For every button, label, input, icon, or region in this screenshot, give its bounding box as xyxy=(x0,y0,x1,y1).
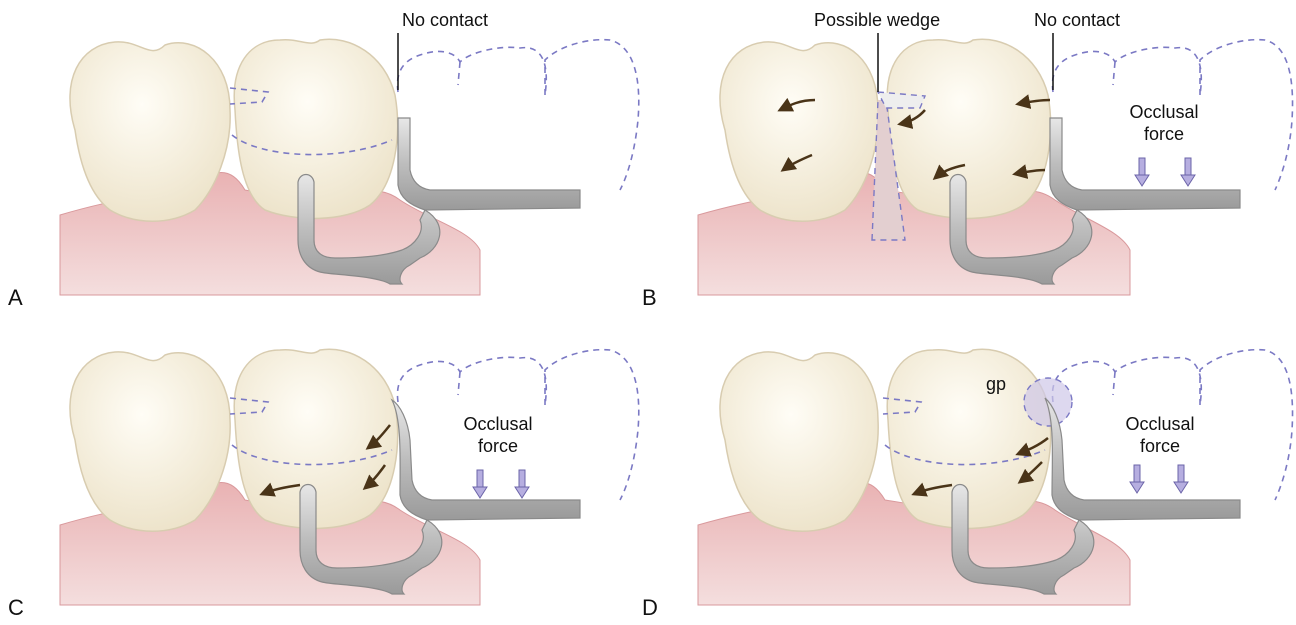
adjacent-tooth-outline xyxy=(397,40,638,190)
panel-letter: C xyxy=(8,595,24,620)
label-occlusal: Occlusal xyxy=(1125,414,1194,434)
label-force: force xyxy=(1140,436,1180,456)
panel-letter: A xyxy=(8,285,23,310)
label-no-contact: No contact xyxy=(1034,10,1120,30)
tooth-left xyxy=(720,352,878,531)
label-possible-wedge: Possible wedge xyxy=(814,10,940,30)
force-arrow xyxy=(1181,158,1195,186)
matrix-band xyxy=(398,118,580,210)
panel-b: Possible wedge No contact Occlusal force… xyxy=(642,10,1293,310)
tooth-right xyxy=(887,39,1050,218)
force-arrow xyxy=(1130,465,1144,493)
panel-letter: D xyxy=(642,595,658,620)
tooth-left xyxy=(70,42,230,221)
panel-d: gp Occlusal force D xyxy=(642,349,1293,620)
label-force: force xyxy=(1144,124,1184,144)
panel-c: Occlusal force C xyxy=(8,349,639,620)
label-occlusal: Occlusal xyxy=(1129,102,1198,122)
label-no-contact: No contact xyxy=(402,10,488,30)
label-force: force xyxy=(478,436,518,456)
panel-a: No contact A xyxy=(8,10,639,310)
force-arrow xyxy=(473,470,487,498)
tooth-left xyxy=(70,352,230,531)
tooth-left xyxy=(720,42,878,221)
tooth-right xyxy=(234,39,397,218)
label-occlusal: Occlusal xyxy=(463,414,532,434)
force-arrow xyxy=(1174,465,1188,493)
label-gp: gp xyxy=(986,374,1006,394)
tooth-right xyxy=(887,349,1050,528)
force-arrow xyxy=(515,470,529,498)
force-arrow xyxy=(1135,158,1149,186)
panel-letter: B xyxy=(642,285,657,310)
